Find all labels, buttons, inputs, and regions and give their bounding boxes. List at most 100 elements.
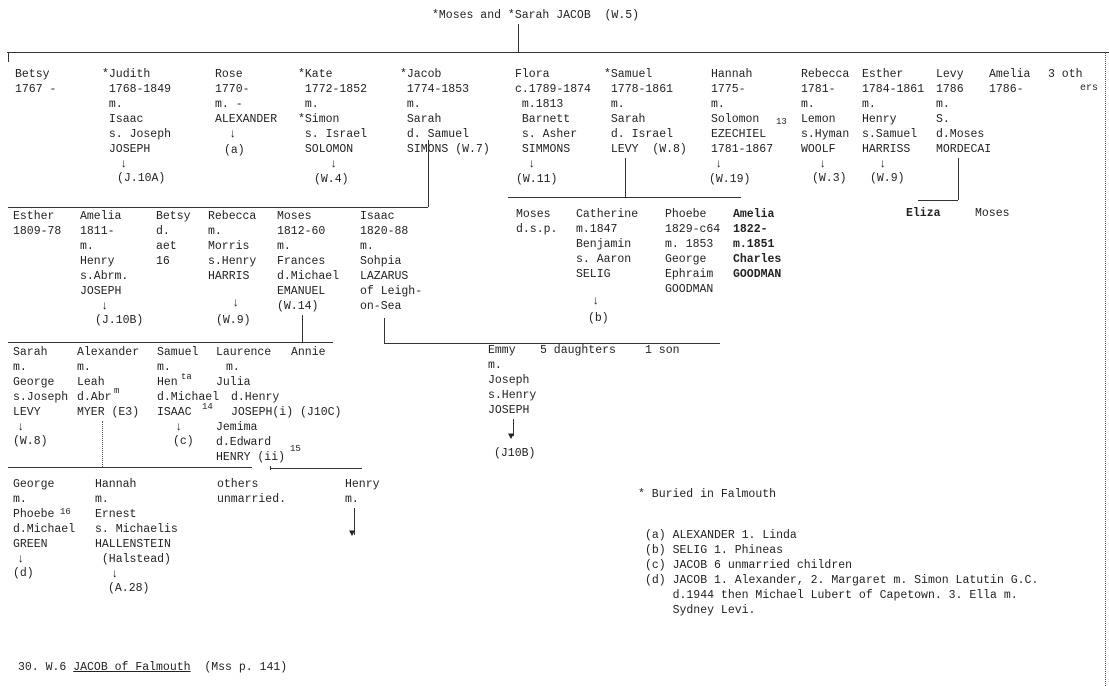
person-amelia-samuel: Amelia 1822- m.1851 Charles GOODMAN — [733, 208, 782, 281]
ref-samuel-3: (c) — [173, 435, 194, 448]
ref-kate: (W.4) — [314, 173, 349, 186]
ref-esther: (W.9) — [870, 172, 905, 185]
marriage-label: m. — [226, 361, 240, 374]
person-moses-2: Moses 1812-60 m. Frances d.Michael EMANU… — [277, 210, 340, 313]
footnote-ref: 16 — [60, 507, 71, 517]
root-couple-title: *Moses and *Sarah JACOB (W.5) — [432, 9, 640, 22]
connector-line — [508, 197, 741, 198]
person-amelia-2: Amelia 1811- m. Henry s.Abrm. JOSEPH — [80, 210, 129, 298]
page-edge-line — [1105, 52, 1106, 686]
person-rose: Rose 1770- m. - ALEXANDER — [215, 68, 278, 126]
ref-flora: (W.11) — [516, 173, 558, 186]
connector-line — [302, 315, 303, 342]
arrow-down-icon: ▼ — [508, 432, 515, 443]
spouse-jemima: Jemima d.Edward HENRY (ii) — [216, 421, 286, 464]
ref-amelia-2: (J.10B) — [95, 314, 144, 327]
person-laurence: Laurence — [216, 346, 272, 359]
connector-line — [8, 467, 252, 468]
person-kate: *Kate 1772-1852 m. *Simon s. Israel SOLO… — [298, 68, 368, 156]
others-label-cont: ers — [1080, 83, 1099, 94]
connector-line — [625, 158, 626, 197]
connector-line — [958, 158, 959, 200]
arrow-down-icon: ↓ — [592, 294, 600, 308]
person-sarah-3: Sarah m. George s.Joseph LEVY — [13, 346, 69, 419]
person-judith: *Judith 1768-1849 m. Isaac s. Joseph JOS… — [102, 68, 172, 156]
arrow-down-icon: ↓ — [229, 127, 237, 141]
arrow-down-icon: ▼ — [349, 529, 356, 540]
connector-line — [384, 318, 385, 343]
spouse-julia: Julia — [216, 376, 251, 389]
arrow-down-icon: ↓ — [528, 157, 536, 171]
connector-line — [8, 342, 333, 343]
connector-line — [518, 24, 519, 52]
person-samuel: *Samuel 1778-1861 m. Sarah d. Israel LEV… — [604, 68, 687, 156]
arrow-down-icon: ↓ — [101, 299, 109, 313]
ref-george: (d) — [13, 567, 34, 580]
person-samuel-3: Samuel m. Hen d.Michael ISAAC — [157, 346, 220, 419]
person-esther-2: Esther 1809-78 — [13, 210, 62, 238]
person-eliza: Eliza — [906, 207, 941, 220]
person-flora: Flora c.1789-1874 m.1813 Barnett s. Ashe… — [515, 68, 591, 156]
person-catherine: Catherine m.1847 Benjamin s. Aaron SELIG — [576, 208, 639, 281]
arrow-down-icon: ↓ — [232, 296, 240, 310]
footer-prefix: 30. W.6 — [18, 661, 74, 674]
buried-note: * Buried in Falmouth — [638, 488, 777, 501]
arrow-down-icon: ↓ — [819, 157, 827, 171]
note-b: (b) SELIG 1. Phineas — [645, 544, 784, 557]
ref-catherine: (b) — [588, 312, 609, 325]
connector-line — [7, 52, 1109, 53]
arrow-down-icon: ↓ — [17, 420, 25, 434]
ref-emmy: (J10B) — [494, 447, 536, 460]
arrow-down-icon: ↓ — [111, 567, 119, 581]
arrow-down-icon: ↓ — [330, 157, 338, 171]
ref-rebecca: (W.3) — [812, 172, 847, 185]
ref-rose: (a) — [224, 144, 245, 157]
person-rebecca-2: Rebecca m. Morris s.Henry HARRIS — [208, 210, 257, 283]
person-isaac-2: Isaac 1820-88 m. Sohpia LAZARUS of Leigh… — [360, 210, 423, 313]
footnote-ref: 15 — [290, 444, 301, 454]
footnote-ref: 13 — [776, 117, 787, 127]
person-alexander: Alexander m. Leah d.Abr MYER (E3) — [77, 346, 140, 419]
person-esther: Esther 1784-1861 m. Henry s.Samuel HARRI… — [862, 68, 925, 156]
superscript: m — [114, 386, 120, 396]
connector-line — [918, 200, 958, 201]
person-henry: Henry m. — [345, 478, 380, 506]
footnote-ref: 14 — [202, 402, 213, 412]
connector-line — [270, 468, 362, 469]
arrow-down-icon: ↓ — [17, 552, 25, 566]
note-d: (d) JACOB 1. Alexander, 2. Margaret m. S… — [645, 574, 1039, 617]
connector-line — [513, 419, 514, 436]
note-c: (c) JACOB 6 unmarried children — [645, 559, 853, 572]
connector-line — [8, 207, 428, 208]
person-rebecca: Rebecca 1781- m. Lemon s.Hyman WOOLF — [801, 68, 850, 156]
connector-line — [428, 140, 429, 207]
ref-judith: (J.10A) — [117, 172, 166, 185]
person-jacob: *Jacob 1774-1853 m. Sarah d. Samuel SIMO… — [400, 68, 490, 156]
connector-line — [384, 343, 720, 344]
page-footer: 30. W.6 JACOB of Falmouth (Mss p. 141) — [18, 660, 287, 675]
footer-title: JACOB of Falmouth — [73, 661, 191, 674]
ref-sarah-3: (W.8) — [13, 435, 48, 448]
person-emmy: Emmy m. Joseph s.Henry JOSEPH — [488, 344, 537, 417]
others-label: 3 oth — [1048, 68, 1083, 81]
person-betsy-2: Betsy d. aet 16 — [156, 210, 191, 268]
note-a: (a) ALEXANDER 1. Linda — [645, 529, 797, 542]
person-phoebe: Phoebe 1829-c64 m. 1853 George Ephraim G… — [665, 208, 721, 296]
footer-suffix: (Mss p. 141) — [190, 661, 288, 674]
connector-line — [8, 52, 9, 62]
person-annie: Annie — [291, 346, 326, 359]
person-amelia: Amelia 1786- — [989, 68, 1031, 96]
person-moses-samuel: Moses d.s.p. — [516, 208, 558, 236]
arrow-down-icon: ↓ — [879, 157, 887, 171]
ref-hannah-4: (A.28) — [108, 582, 150, 595]
son-count: 1 son — [645, 344, 680, 357]
connector-line — [102, 421, 103, 467]
person-levy: Levy 1786 m. S. d.Moses MORDECAI — [936, 68, 992, 156]
person-hannah: Hannah 1775- m. Solomon EZECHIEL 1781-18… — [711, 68, 774, 156]
ref-rebecca-2: (W.9) — [216, 314, 251, 327]
arrow-down-icon: ↓ — [175, 420, 183, 434]
superscript: ta — [181, 372, 192, 382]
arrow-down-icon: ↓ — [715, 157, 723, 171]
person-george: George m. Phoebe d.Michael GREEN — [13, 478, 76, 551]
